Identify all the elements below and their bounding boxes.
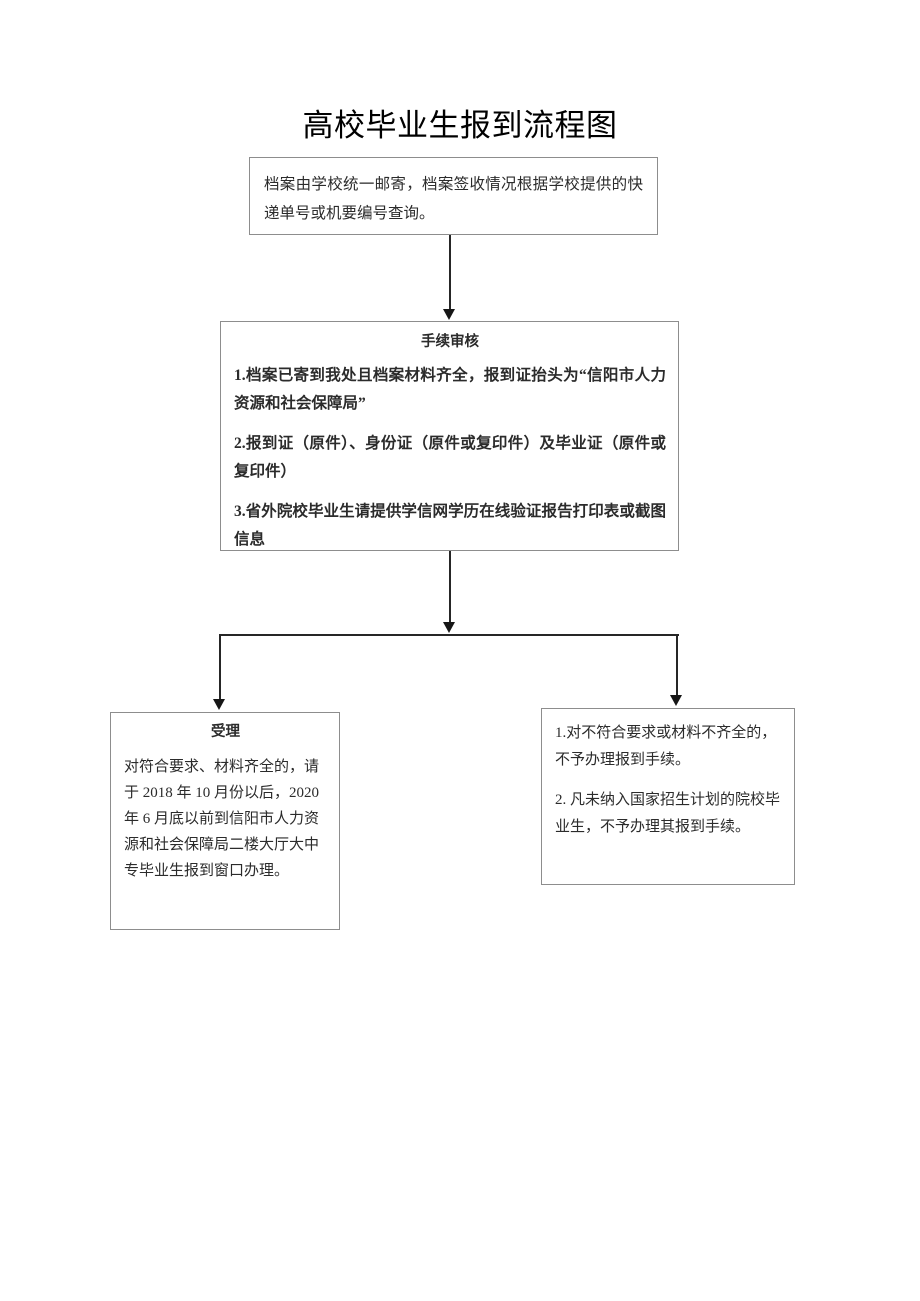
procedure-review-heading: 手续审核: [421, 334, 479, 350]
procedure-review-item-2: 2.报到证（原件）、身份证（原件或复印件）及毕业证（原件或复印件）: [234, 435, 666, 480]
procedure-review-box: 手续审核 1.档案已寄到我处且档案材料齐全，报到证抬头为“信阳市人力资源和社会保…: [220, 321, 679, 551]
rejection-item-2: 2. 凡未纳入国家招生计划的院校毕业生，不予办理其报到手续。: [555, 792, 781, 835]
arrow-head-down-icon: [443, 309, 455, 320]
procedure-review-item-1: 1.档案已寄到我处且档案材料齐全，报到证抬头为“信阳市人力资源和社会保障局”: [234, 367, 666, 412]
procedure-review-item-3: 3.省外院校毕业生请提供学信网学历在线验证报告打印表或截图信息: [234, 503, 666, 548]
archive-mailing-text: 档案由学校统一邮寄，档案签收情况根据学校提供的快递单号或机要编号查询。: [264, 176, 643, 222]
connector-left-branch-line: [219, 634, 221, 701]
connector-line: [449, 235, 451, 311]
archive-mailing-box: 档案由学校统一邮寄，档案签收情况根据学校提供的快递单号或机要编号查询。: [249, 157, 658, 235]
arrow-head-down-icon: [443, 622, 455, 633]
acceptance-text: 对符合要求、材料齐全的，请于 2018 年 10 月份以后，2020 年 6 月…: [124, 759, 320, 879]
rejection-item-1: 1.对不符合要求或材料不齐全的，不予办理报到手续。: [555, 725, 777, 768]
connector-split-bar: [220, 634, 679, 636]
arrow-head-down-icon: [213, 699, 225, 710]
arrow-head-down-icon: [670, 695, 682, 706]
rejection-box: 1.对不符合要求或材料不齐全的，不予办理报到手续。 2. 凡未纳入国家招生计划的…: [541, 708, 795, 885]
connector-trunk-line: [449, 551, 451, 624]
page-title: 高校毕业生报到流程图: [302, 108, 618, 143]
connector-right-branch-line: [676, 634, 678, 697]
acceptance-heading: 受理: [211, 724, 240, 740]
acceptance-box: 受理 对符合要求、材料齐全的，请于 2018 年 10 月份以后，2020 年 …: [110, 712, 340, 930]
